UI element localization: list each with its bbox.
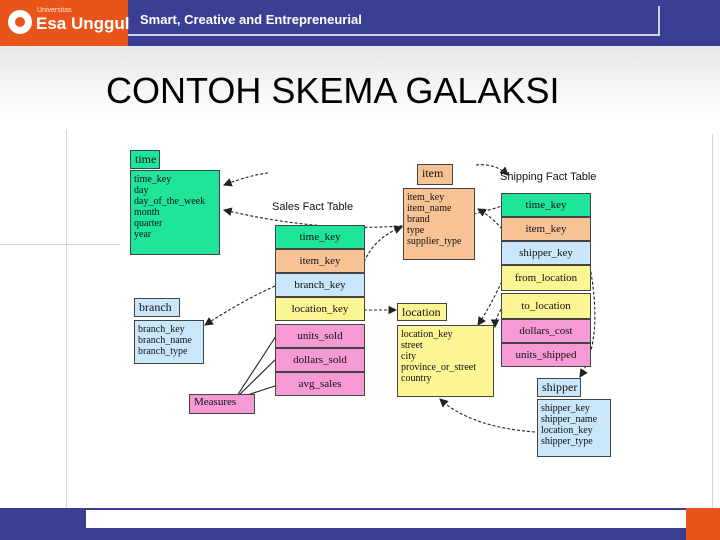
shipping-fact-key-from: from_location: [501, 265, 591, 291]
logo[interactable]: Universitas Esa Unggul: [0, 0, 130, 46]
shipping-fact-measure-cost: dollars_cost: [501, 319, 591, 343]
shipping-fact-key-item: item_key: [501, 217, 591, 241]
location-attributes: location_key street city province_or_str…: [397, 325, 494, 397]
arrow-sales-item: [363, 225, 404, 263]
divider-right: [712, 134, 713, 510]
measures-label: Measures: [189, 394, 255, 414]
branch-attributes: branch_key branch_name branch_type: [134, 320, 204, 364]
arrow-shipping-shipper: [579, 256, 596, 378]
tagline: Smart, Creative and Entrepreneurial: [140, 12, 362, 27]
shipping-fact-key-shipper: shipper_key: [501, 241, 591, 265]
tagline-frame: [128, 6, 660, 36]
time-table-name: time: [130, 150, 160, 169]
measure-line-1: [234, 332, 279, 400]
title-band: [0, 46, 720, 116]
sales-fact-measure-units: units_sold: [275, 324, 365, 348]
item-table-name: item: [417, 164, 453, 185]
shipping-fact-title: Shipping Fact Table: [500, 171, 597, 183]
sales-fact-key-time: time_key: [275, 225, 365, 249]
item-attributes: item_key item_name brand type supplier_t…: [403, 188, 475, 260]
sales-fact-key-item: item_key: [275, 249, 365, 273]
shipper-table-name: shipper: [537, 378, 581, 397]
arrow-shipping-item: [477, 208, 503, 230]
slide-title: CONTOH SKEMA GALAKSI: [106, 70, 560, 111]
shipper-attributes: shipper_key shipper_name location_key sh…: [537, 399, 611, 457]
header-bar: Universitas Esa Unggul Smart, Creative a…: [0, 0, 720, 46]
divider-horizontal: [0, 244, 120, 245]
galaxy-schema-diagram: time time_key day day_of_the_week month …: [120, 137, 611, 457]
sales-fact-title: Sales Fact Table: [272, 201, 354, 213]
location-table-name: location: [397, 303, 447, 321]
time-attributes: time_key day day_of_the_week month quart…: [130, 170, 220, 255]
arrow-sales-time: [222, 172, 269, 187]
shipping-fact-key-time: time_key: [501, 193, 591, 217]
logo-subtitle: Universitas: [37, 7, 72, 14]
shipping-fact-measure-units: units_shipped: [501, 343, 591, 367]
footer-accent: [686, 508, 720, 540]
shipping-fact-key-to: to_location: [501, 293, 591, 319]
sales-fact-measure-avg: avg_sales: [275, 372, 365, 396]
relationship-arrows: [204, 164, 596, 433]
sales-fact-key-location: location_key: [275, 297, 365, 321]
branch-table-name: branch: [134, 298, 180, 317]
sales-fact-key-branch: branch_key: [275, 273, 365, 297]
logo-text: Esa Unggul: [36, 14, 130, 33]
divider-left: [66, 130, 67, 510]
sales-fact-measure-dollars: dollars_sold: [275, 348, 365, 372]
logo-emblem-icon: [8, 10, 32, 34]
arrow-item-shipping-title: [475, 164, 509, 176]
measure-line-2: [234, 356, 279, 400]
footer-panel: [86, 510, 686, 528]
arrow-sales-branch: [204, 285, 276, 326]
arrow-shipper-location: [439, 398, 536, 433]
arrow-shipping-time: [222, 204, 506, 228]
